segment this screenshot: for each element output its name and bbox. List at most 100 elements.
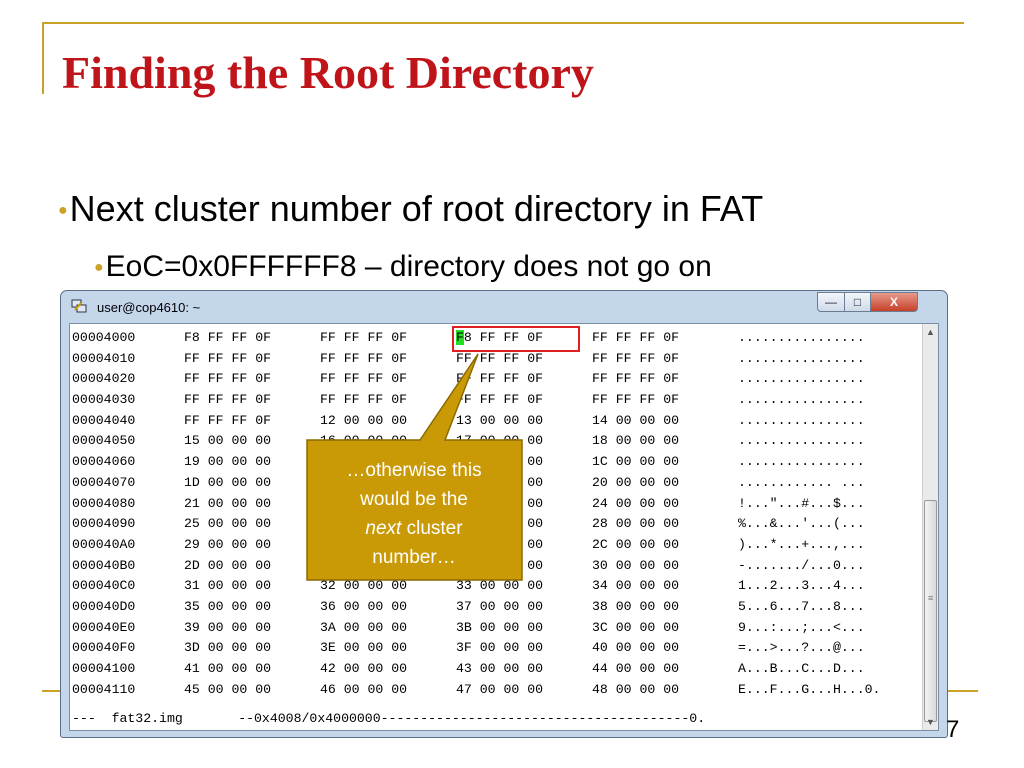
hex-offset: 000040E0	[72, 619, 136, 635]
hex-ascii: ................	[738, 371, 865, 387]
hex-group: 39 00 00 00	[184, 619, 272, 635]
hex-offset: 000040A0	[72, 536, 136, 552]
hex-group-text: 3F 00 00 00	[456, 640, 544, 656]
minimize-button[interactable]: —	[817, 292, 845, 312]
bullet-level1-text: Next cluster number of root directory in…	[69, 188, 764, 229]
hex-group-text: 8 FF FF 0F	[463, 330, 544, 345]
decor-vertical-line	[42, 22, 44, 94]
callout-line2: would be the	[360, 489, 468, 510]
hex-ascii: =...>...?...@...	[738, 640, 865, 656]
hex-group: 2D 00 00 00	[184, 557, 272, 573]
hex-ascii: ................	[738, 330, 865, 345]
hex-offset: 00004100	[72, 661, 136, 676]
hex-ascii: ................	[738, 412, 865, 428]
hex-ascii: -......./...0...	[738, 557, 865, 573]
hex-group: 20 00 00 00	[592, 474, 680, 490]
hex-group: 21 00 00 00	[184, 495, 272, 511]
window-title: user@cop4610: ~	[97, 300, 201, 315]
hex-group: 29 00 00 00	[184, 536, 272, 552]
hex-offset: 00004090	[72, 516, 136, 532]
hex-ascii: 1...2...3...4...	[738, 578, 865, 594]
hex-group: 32 00 00 00	[320, 578, 408, 594]
hex-offset: 000040C0	[72, 578, 136, 594]
hex-group: 30 00 00 00	[592, 557, 680, 573]
hex-group: FF FF FF 0F	[184, 350, 272, 366]
hex-group: FF FF FF 0F	[320, 392, 408, 408]
callout-line3: next cluster	[310, 514, 518, 543]
hex-group: FF FF FF 0F	[320, 371, 408, 387]
hex-group-text: FF FF FF 0F	[456, 350, 544, 366]
hex-group: 31 00 00 00	[184, 578, 272, 594]
bullet-dot-icon: ●	[58, 202, 68, 220]
hex-group: 28 00 00 00	[592, 516, 680, 532]
decor-bottom-line-right	[948, 690, 978, 692]
hex-row: 00004030 FF FF FF 0F FF FF FF 0F FF FF FF 0…	[72, 392, 880, 413]
hexedit-status-line: --- fat32.img --0x4008/0x4000000--------…	[72, 711, 706, 726]
highlight-box-f8ffff0f	[452, 326, 580, 352]
hex-group: 35 00 00 00	[184, 598, 272, 614]
hex-offset: 00004020	[72, 371, 136, 387]
hex-group: 34 00 00 00	[592, 578, 680, 594]
hex-group: FF FF FF 0F	[320, 330, 408, 345]
hex-group: 13 00 00 00	[456, 413, 592, 428]
hex-offset: 00004040	[72, 412, 136, 428]
hex-group-text: 37 00 00 00	[456, 598, 544, 614]
hex-group: FF FF FF 0F	[592, 392, 680, 408]
hex-group-text: 33 00 00 00	[456, 578, 544, 594]
vertical-scrollbar[interactable]: ▲ ≡ ▼	[922, 324, 938, 730]
hex-group: 3F 00 00 00	[456, 640, 592, 655]
hex-group: FF FF FF 0F	[184, 371, 272, 387]
scroll-down-arrow-icon[interactable]: ▼	[926, 717, 935, 727]
callout-line1: …otherwise this	[346, 460, 482, 481]
hex-group: 2C 00 00 00	[592, 536, 680, 552]
hex-group: 45 00 00 00	[184, 681, 272, 697]
hex-group: 1C 00 00 00	[592, 454, 680, 470]
callout-line3-rest: cluster	[401, 518, 463, 539]
hex-row: 00004020 FF FF FF 0F FF FF FF 0F FF FF FF 0…	[72, 371, 880, 392]
hex-ascii: %...&...'...(...	[738, 516, 865, 532]
hex-ascii: A...B...C...D...	[738, 661, 865, 676]
hex-group: 44 00 00 00	[592, 661, 680, 676]
scrollbar-thumb[interactable]: ≡	[924, 500, 937, 722]
hex-group-text: 43 00 00 00	[456, 661, 544, 676]
close-button[interactable]: X	[870, 292, 918, 312]
hex-group: 43 00 00 00	[456, 661, 592, 676]
hex-group: F8 FF FF 0F	[184, 330, 272, 345]
hex-group: FF FF FF 0F	[184, 392, 272, 408]
putty-app-icon[interactable]	[71, 299, 87, 313]
hex-ascii: ............ ...	[738, 474, 865, 490]
hex-group: FF FF FF 0F	[456, 351, 592, 366]
hex-offset: 00004030	[72, 392, 136, 408]
hex-group: 3E 00 00 00	[320, 640, 408, 656]
hex-group: 48 00 00 00	[592, 681, 680, 697]
hex-group: 38 00 00 00	[592, 598, 680, 614]
hex-group: 42 00 00 00	[320, 661, 408, 676]
hex-offset: 00004110	[72, 681, 136, 697]
hex-offset: 00004050	[72, 433, 136, 449]
scroll-up-arrow-icon[interactable]: ▲	[926, 327, 935, 337]
hex-ascii: ................	[738, 392, 865, 408]
decor-bottom-line-left	[42, 690, 60, 692]
hex-group: 19 00 00 00	[184, 454, 272, 470]
hex-group: FF FF FF 0F	[184, 412, 272, 428]
hex-group-text: 13 00 00 00	[456, 412, 544, 428]
hex-offset: 000040F0	[72, 640, 136, 656]
grip-icon: ≡	[928, 593, 934, 603]
hex-ascii: E...F...G...H...0.	[738, 681, 881, 697]
hex-group: FF FF FF 0F	[592, 371, 680, 387]
hex-group: 36 00 00 00	[320, 598, 408, 614]
hex-group: 3B 00 00 00	[456, 620, 592, 635]
bullet-level1: ●Next cluster number of root directory i…	[58, 188, 763, 230]
text-cursor: F	[456, 330, 464, 345]
window-titlebar[interactable]: user@cop4610: ~ — □ X	[61, 291, 947, 321]
bullet-dot-icon: ●	[94, 259, 104, 277]
hex-group: 46 00 00 00	[320, 681, 408, 697]
